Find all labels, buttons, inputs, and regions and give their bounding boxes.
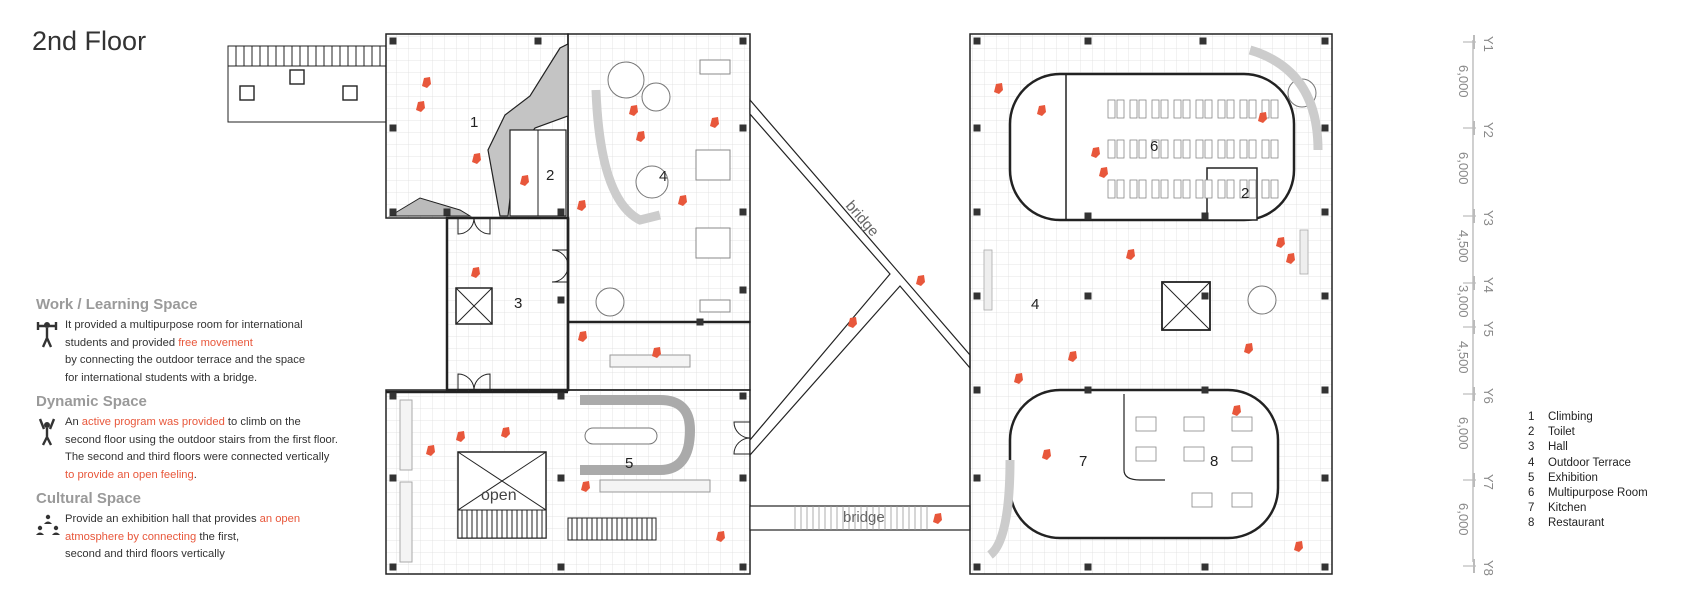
legend-number: 1 <box>1528 411 1535 423</box>
room-label-hall: 3 <box>514 295 522 312</box>
person-arms-up-icon <box>38 418 56 446</box>
person-lifting-icon <box>36 322 58 348</box>
axis-dimension: 6,000 <box>1456 152 1471 185</box>
axis-dimension: 4,500 <box>1456 229 1471 263</box>
highlight-text: an open <box>259 513 301 525</box>
section-line: atmosphere by connecting the first, <box>65 529 385 547</box>
body-text: to climb on the <box>224 416 301 428</box>
axis-dimension: 3,000 <box>1456 285 1471 318</box>
body-text: . <box>193 468 197 481</box>
right-building <box>969 33 1333 575</box>
axis-label: Y8 <box>1481 560 1496 576</box>
section-line: The second and third floors were connect… <box>65 449 385 467</box>
legend-item: 8 Restaurant <box>1528 516 1648 531</box>
axis-label: Y2 <box>1481 122 1496 138</box>
open-void-label: open <box>481 487 517 504</box>
axis-dimension: 6,000 <box>1456 503 1471 536</box>
section-body-work: It provided a multipurpose room for inte… <box>65 317 385 387</box>
legend-item: 4 Outdoor Terrace <box>1528 456 1648 471</box>
body-text: by connecting the outdoor terrace and th… <box>65 354 306 367</box>
axis-label: Y3 <box>1481 210 1496 226</box>
highlight-text: atmosphere by connecting <box>65 530 197 543</box>
legend-item: 2 Toilet <box>1528 425 1648 440</box>
highlight-text: free movement <box>178 336 253 349</box>
section-body-dynamic: An active program was provided to climb … <box>65 414 385 484</box>
page-title: 2nd Floor <box>32 26 147 56</box>
bridge-label-lower: bridge <box>843 509 885 526</box>
axis-label: Y4 <box>1481 277 1496 293</box>
legend-number: 7 <box>1528 502 1535 515</box>
room-label-restaurant: 8 <box>1210 453 1218 470</box>
section-heading-dynamic: Dynamic Space <box>36 393 147 410</box>
highlight-text: active program was provided <box>81 416 225 428</box>
legend-item: 7 Kitchen <box>1528 501 1648 516</box>
legend-label: Climbing <box>1548 411 1593 423</box>
body-text: Provide an exhibition hall that provides <box>65 513 260 525</box>
exterior-stair <box>227 45 387 123</box>
legend-label: Multipurpose Room <box>1548 487 1648 500</box>
legend-number: 6 <box>1528 487 1535 500</box>
bridges <box>749 98 971 531</box>
section-heading-work: Work / Learning Space <box>36 296 198 313</box>
room-label-terrace-right: 4 <box>1031 296 1039 313</box>
legend-item: 5 Exhibition <box>1528 471 1648 486</box>
legend-number: 5 <box>1528 471 1535 484</box>
legend: 1 Climbing 2 Toilet 3 Hall 4 Outdoor Terrace 5 Ex… <box>1528 410 1648 532</box>
axis-dimension: 4,500 <box>1456 340 1471 374</box>
room-label-climbing: 1 <box>470 114 478 131</box>
section-line: by connecting the outdoor terrace and th… <box>65 352 385 370</box>
body-text: the first, <box>196 530 240 543</box>
legend-label: Toilet <box>1548 426 1575 439</box>
section-line: for international students with a bridge… <box>65 370 385 388</box>
legend-item: 3 Hall <box>1528 440 1648 455</box>
room-label-toilet-right: 2 <box>1241 185 1249 202</box>
body-text: The second and third floors were connect… <box>65 451 330 464</box>
section-line: Provide an exhibition hall that provides… <box>65 511 385 529</box>
legend-number: 3 <box>1528 441 1535 454</box>
axis-label: Y6 <box>1481 388 1496 404</box>
section-body-cultural: Provide an exhibition hall that provides… <box>65 511 385 564</box>
legend-number: 8 <box>1528 517 1535 530</box>
section-line: It provided a multipurpose room for inte… <box>65 317 385 335</box>
legend-label: Kitchen <box>1548 502 1587 515</box>
legend-label: Hall <box>1548 441 1568 454</box>
legend-item: 1 Climbing <box>1528 410 1648 425</box>
section-line: An active program was provided to climb … <box>65 414 385 432</box>
section-line: to provide an open feeling. <box>65 467 385 485</box>
axis-dimension: 6,000 <box>1456 65 1471 98</box>
axis-label: Y7 <box>1481 474 1496 490</box>
people-group-icon <box>36 514 60 535</box>
body-text: An <box>65 416 82 428</box>
section-heading-cultural: Cultural Space <box>36 490 142 507</box>
legend-label: Outdoor Terrace <box>1548 456 1631 469</box>
room-label-toilet-left: 2 <box>546 167 554 184</box>
section-line: second floor using the outdoor stairs fr… <box>65 432 385 450</box>
left-building <box>385 33 751 575</box>
room-label-terrace-left: 4 <box>659 168 667 185</box>
room-label-kitchen: 7 <box>1079 453 1087 470</box>
highlight-text: to provide an open feeling <box>65 468 194 481</box>
room-label-multipurpose: 6 <box>1150 138 1158 155</box>
axis-label: Y5 <box>1481 321 1496 337</box>
body-text: second floor using the outdoor stairs fr… <box>65 433 338 446</box>
legend-number: 2 <box>1528 426 1535 439</box>
axis-dimension: 6,000 <box>1456 417 1471 450</box>
axis-label: Y1 <box>1481 36 1496 52</box>
room-label-exhibition: 5 <box>625 455 633 472</box>
legend-label: Restaurant <box>1548 517 1605 530</box>
legend-item: 6 Multipurpose Room <box>1528 486 1648 501</box>
grid-axis <box>1463 35 1476 573</box>
legend-number: 4 <box>1528 456 1535 469</box>
body-text: It provided a multipurpose room for inte… <box>65 319 303 331</box>
section-line: students and provided free movement <box>65 335 385 353</box>
body-text: students and provided <box>65 336 179 349</box>
section-line: second and third floors vertically <box>65 546 385 564</box>
body-text: second and third floors vertically <box>65 548 225 561</box>
body-text: for international students with a bridge… <box>65 371 258 384</box>
legend-label: Exhibition <box>1548 471 1598 484</box>
